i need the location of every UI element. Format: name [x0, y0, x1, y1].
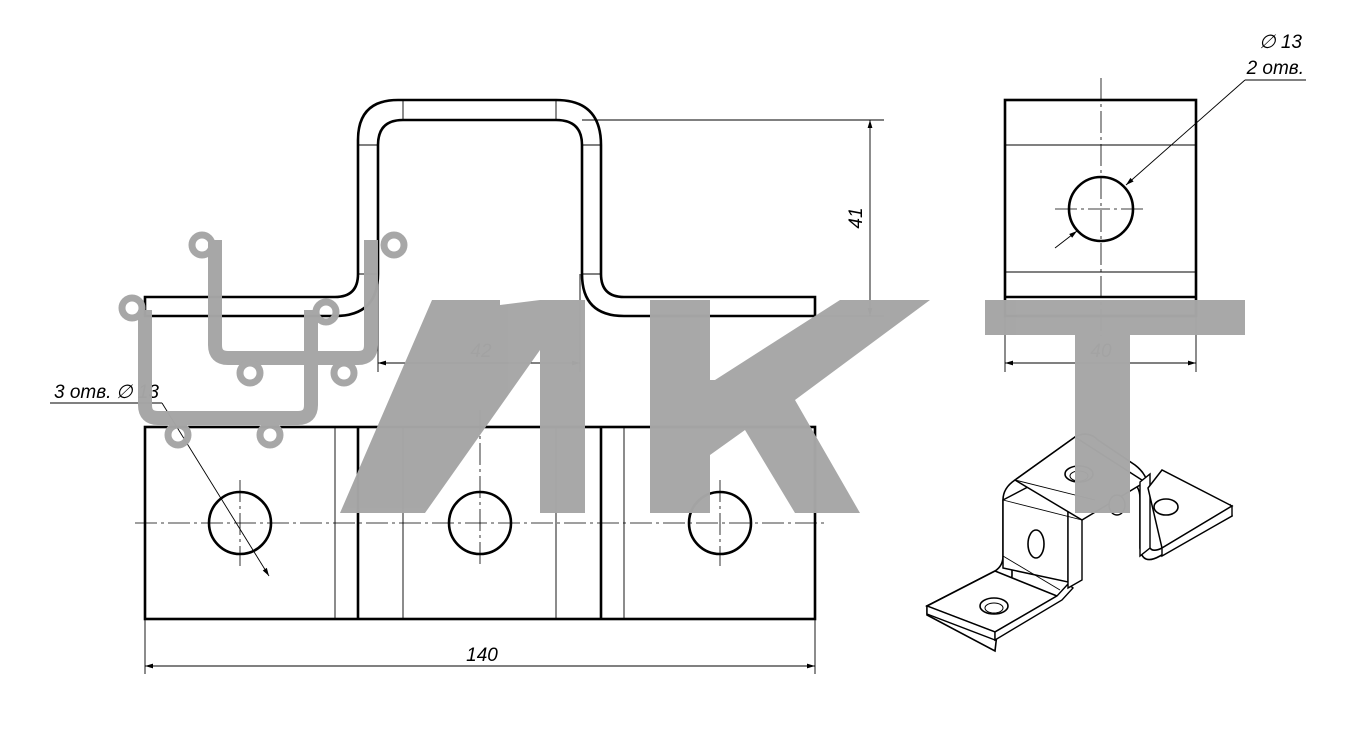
logo-dot [118, 294, 146, 322]
note-side-hole-count: 2 отв. [1246, 58, 1304, 79]
logo-trough-inner [208, 240, 378, 365]
dim-height-label: 41 [846, 207, 867, 228]
logo-dot [256, 421, 284, 449]
watermark [118, 231, 1245, 513]
iso-right-flange-thickness [1161, 504, 1233, 558]
iso-hole [979, 597, 1009, 615]
leader-line [1125, 79, 1246, 186]
note-side-hole-diameter: ∅ 13 [1259, 32, 1302, 53]
iso-bend-line [1002, 499, 1083, 521]
iso-left-flange-side [994, 583, 1075, 642]
iso-hole [1027, 529, 1045, 559]
side-outline [1003, 98, 1198, 318]
logo-dot [188, 231, 216, 259]
note-plan-hole-count: 3 отв. [54, 382, 111, 403]
iso-hole [1153, 498, 1179, 516]
profile-outer [143, 98, 817, 318]
plan-view: 140 3 отв. ∅ 13 [50, 382, 825, 674]
iso-right-web [1139, 472, 1151, 558]
note-plan-hole-diameter: ∅ 13 [116, 382, 159, 403]
watermark-logo [118, 231, 408, 449]
leader-line [161, 402, 270, 577]
watermark-text [340, 300, 1245, 513]
logo-dot [312, 298, 340, 326]
logo-dot [380, 231, 408, 259]
iso-bend-line [1002, 555, 1061, 591]
watermark-letter-1 [340, 300, 585, 513]
logo-trough-outer [138, 310, 318, 425]
logo-dot [164, 421, 192, 449]
iso-hole-inner [984, 602, 1004, 614]
logo-dot [236, 359, 264, 387]
dim-total-length-label: 140 [466, 645, 498, 666]
leader-line [1054, 230, 1078, 249]
watermark-letter-2 [650, 300, 930, 513]
logo-dot [330, 359, 358, 387]
watermark-letter-3 [985, 300, 1245, 513]
